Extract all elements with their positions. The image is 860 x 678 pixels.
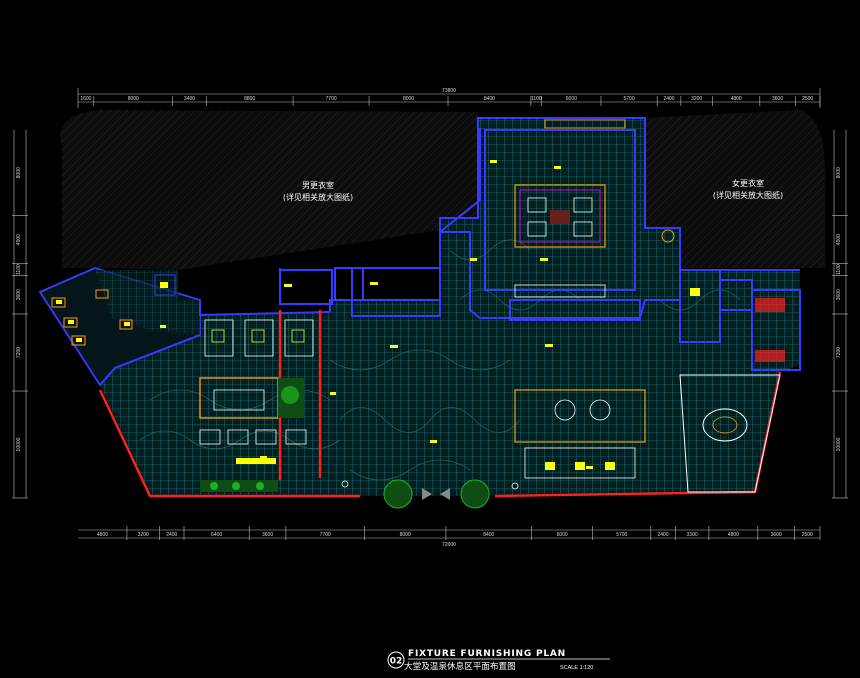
- top-dimension-label: 1100: [531, 96, 542, 102]
- left-dimension-label: 7200: [16, 347, 22, 358]
- right-dimension-label: 1100: [836, 264, 842, 275]
- top-dimension-label: 7700: [326, 96, 337, 102]
- bottom-dimension-label: 3300: [687, 532, 698, 538]
- top-dimension-label: 8400: [484, 96, 495, 102]
- left-dimension-label: 3600: [16, 289, 22, 300]
- bottom-dimension-label: 2400: [166, 532, 177, 538]
- blue-walls: [99, 117, 801, 386]
- spa-pavilion: [514, 119, 675, 298]
- right-dimension-label: 7200: [836, 347, 842, 358]
- drawing-scale: SCALE 1:120: [560, 665, 593, 671]
- bottom-dimension-label: 7700: [320, 532, 331, 538]
- right-dimension-label: 4500: [836, 234, 842, 245]
- top-dimension-label: 5700: [624, 96, 635, 102]
- left-dimension-label: 10000: [16, 437, 22, 451]
- right-dimension-label: 10000: [836, 437, 842, 451]
- title-block: 02 FIXTURE FURNISHING PLAN 大堂及温泉休息区平面布置图…: [387, 649, 610, 672]
- bottom-dimension-label: 3200: [138, 532, 149, 538]
- bottom-dimension-label: 6400: [211, 532, 222, 538]
- men-locker-note: (详见相关放大图纸): [283, 192, 353, 202]
- right-lounge: [679, 288, 785, 493]
- left-dimension-chain: 8000 4500 1100 3600 7200 10000: [12, 130, 28, 499]
- top-dimension-label: 8000: [128, 96, 139, 102]
- men-locker-label: 男更衣室 (详见相关放大图纸): [283, 180, 353, 202]
- bottom-dimension-label: 2500: [802, 532, 813, 538]
- top-total-dimension: 73800: [442, 88, 456, 94]
- furniture-tags: [160, 160, 593, 469]
- right-dimension-chain: 8000 4500 1100 3600 7200 10000: [832, 130, 848, 499]
- lobby-furniture: [199, 319, 314, 492]
- bottom-dimension-label: 8400: [483, 532, 494, 538]
- top-dimension-label: 2500: [802, 96, 813, 102]
- bottom-dimension-label: 6000: [557, 532, 568, 538]
- women-locker-label: 女更衣室 (详见相关放大图纸): [713, 178, 783, 200]
- bottom-dimension-label: 2400: [657, 532, 668, 538]
- lobby-floor-grid: [100, 118, 800, 496]
- bottom-dimension-chain: 72000 4800 3200 2400 6400 3600 7700 8000 8400 60…: [78, 526, 821, 548]
- bottom-dimension-label: 3600: [262, 532, 273, 538]
- bottom-dimension-label: 3600: [771, 532, 782, 538]
- left-wing-rooms: [38, 267, 201, 387]
- drawing-number-badge: [387, 651, 405, 669]
- top-dimension-label: 3600: [772, 96, 783, 102]
- bottom-total-dimension: 72000: [442, 542, 456, 548]
- drawing-title-en: FIXTURE FURNISHING PLAN: [408, 649, 566, 659]
- top-dimension-chain: 73800 1600 8000 3400 8800 7700 8000 8400 1100 60…: [77, 88, 821, 108]
- reception-bar: [514, 389, 646, 479]
- top-dimension-label: 8800: [244, 96, 255, 102]
- men-locker-title: 男更衣室: [302, 180, 334, 190]
- right-dimension-label: 3600: [836, 289, 842, 300]
- women-locker-title: 女更衣室: [732, 178, 764, 188]
- bottom-dimension-label: 8000: [400, 532, 411, 538]
- main-entrance: [341, 479, 519, 509]
- top-dimension-label: 4800: [731, 96, 742, 102]
- top-dimension-label: 6000: [566, 96, 577, 102]
- top-dimension-label: 1600: [80, 96, 91, 102]
- right-dimension-label: 8000: [836, 167, 842, 178]
- bottom-dimension-label: 4800: [728, 532, 739, 538]
- bottom-dimension-label: 5700: [616, 532, 627, 538]
- left-dimension-label: 8000: [16, 167, 22, 178]
- drawing-title-cn: 大堂及温泉休息区平面布置图: [404, 660, 516, 672]
- top-dimension-label: 8000: [403, 96, 414, 102]
- top-dimension-label: 3400: [184, 96, 195, 102]
- left-dimension-label: 1100: [16, 264, 22, 275]
- left-dimension-label: 4500: [16, 234, 22, 245]
- top-dimension-label: 3200: [691, 96, 702, 102]
- drawing-number: 02: [390, 657, 403, 667]
- bottom-dimension-label: 4800: [97, 532, 108, 538]
- women-locker-note: (详见相关放大图纸): [713, 190, 783, 200]
- top-dimension-label: 2400: [663, 96, 674, 102]
- locker-zone-hatch: [60, 110, 825, 270]
